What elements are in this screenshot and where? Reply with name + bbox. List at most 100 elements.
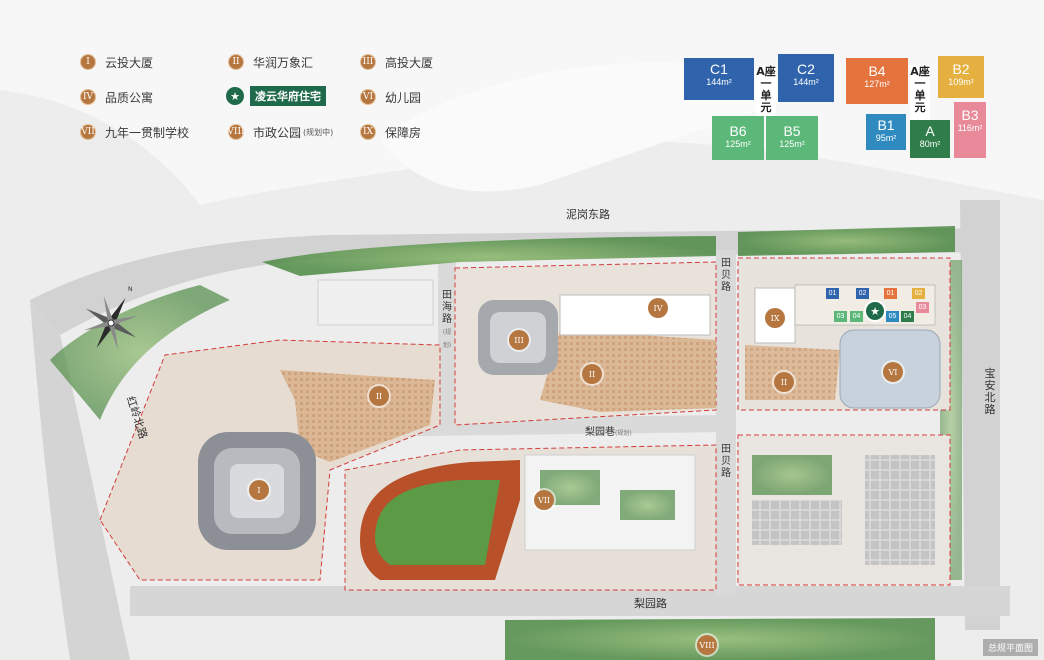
legend-label: 高投大厦 <box>385 55 434 70</box>
legend-item-7: VII 九年一贯制学校 <box>80 122 189 142</box>
green-belt-north-right <box>738 226 955 256</box>
compass-north-label: N <box>128 286 133 293</box>
unit-c2: C2 144m² <box>778 54 834 102</box>
legend-badge: VIII <box>227 124 245 140</box>
se-buildings-2 <box>865 455 935 565</box>
park-viii <box>505 618 935 660</box>
building-chip: 03 <box>916 302 929 313</box>
unit-name: A <box>925 123 935 139</box>
unit-area: 109m² <box>948 77 974 87</box>
building-chip: 01 <box>826 288 839 299</box>
plaza-ii-middle <box>540 330 716 412</box>
unit-area: 80m² <box>919 139 941 149</box>
school-garden-2 <box>620 490 675 520</box>
building-northwest <box>317 279 434 326</box>
marker-ii-east: II <box>774 372 794 392</box>
unit-b6: B6 125m² <box>712 116 764 160</box>
legend-badge: I <box>80 54 96 70</box>
marker-viii: VIII <box>697 635 717 655</box>
legend-item-9: IX 保障房 <box>360 122 421 142</box>
unit-area: 127m² <box>864 79 890 89</box>
unit-b4: B4 127m² <box>846 58 908 104</box>
legend-badge: II <box>228 54 244 70</box>
road-name: 田贝路 <box>721 444 731 479</box>
road-label-nigang-east: 泥岗东路 <box>566 208 610 221</box>
legend-label: 市政公园 <box>253 125 302 140</box>
marker-vi: VI <box>883 362 903 382</box>
unit-name: C1 <box>710 61 728 77</box>
legend-item-6: VI 幼儿园 <box>360 87 421 107</box>
podium-iv <box>559 294 711 336</box>
unit-area: 125m² <box>779 139 805 149</box>
road-label-tianbei-bottom: 田贝路 <box>720 444 732 480</box>
road-label-tianhai: 田海路 (规划) <box>441 290 453 352</box>
plaza-ii-west <box>280 370 435 462</box>
unit-c1: C1 144m² <box>684 58 754 100</box>
marker-ii-west: II <box>369 386 389 406</box>
legend-badge: VII <box>80 124 96 140</box>
unit-b5: B5 125m² <box>766 116 818 160</box>
legend-badge: IV <box>80 89 96 105</box>
unit-name: B5 <box>783 123 801 139</box>
building-chip: 02 <box>856 288 869 299</box>
road-name: 田海路 <box>442 290 452 325</box>
unit-b2: B2 109m² <box>938 56 984 98</box>
unit-core-left: A座一单元 <box>756 66 776 120</box>
road-label-liyuan: 梨园路 <box>634 597 667 610</box>
compass-icon <box>83 295 139 351</box>
road-label-baoan-north: 宝安北路 <box>984 367 996 416</box>
legend-label-highlight: 凌云华府住宅 <box>250 86 326 106</box>
legend-item-5: ★ 凌云华府住宅 <box>226 86 326 106</box>
marker-i: I <box>249 480 269 500</box>
unit-b3: B3 116m² <box>954 102 986 158</box>
road-tianbei <box>716 250 736 595</box>
legend-badge: IX <box>360 124 376 140</box>
star-icon: ★ <box>226 87 244 105</box>
se-buildings-1 <box>752 500 842 545</box>
legend-label: 幼儿园 <box>385 90 422 105</box>
road-note: (规划) <box>615 430 632 437</box>
se-courtyard <box>752 455 832 495</box>
road-baoan-north <box>960 200 1000 630</box>
legend-item-2: II 华润万象汇 <box>228 52 313 72</box>
unit-area: 144m² <box>706 77 732 87</box>
road-label-tianbei-top: 田贝路 <box>720 258 732 294</box>
legend-badge: VI <box>360 89 376 105</box>
unit-core-right: A座一单元 <box>910 66 930 120</box>
unit-area: 116m² <box>957 123 983 133</box>
star-icon: ★ <box>866 302 884 320</box>
legend-item-1: I 云投大厦 <box>80 52 153 72</box>
sports-field <box>375 480 500 565</box>
road-name: 梨园巷 <box>585 427 615 438</box>
building-chip: 02 <box>912 288 925 299</box>
marker-ii-middle: II <box>582 364 602 384</box>
unit-name: B1 <box>877 117 895 133</box>
building-chip: 04 <box>850 311 863 322</box>
legend-label: 品质公寓 <box>105 90 154 105</box>
marker-vii: VII <box>534 490 554 510</box>
building-chip: 04 <box>901 311 914 322</box>
marker-ix: IX <box>765 308 785 328</box>
marker-iv: IV <box>648 298 668 318</box>
road-label-liyuan-lane: 梨园巷(规划) <box>585 423 632 438</box>
legend-item-3: III 高投大厦 <box>360 52 433 72</box>
road-hongling-north <box>30 300 130 660</box>
legend-label: 九年一贯制学校 <box>105 125 190 140</box>
legend-item-8: VIII 市政公园 (规划中) <box>227 122 334 142</box>
road-note: (规划) <box>442 329 452 349</box>
road-name: 田贝路 <box>721 258 731 293</box>
marker-iii: III <box>509 330 529 350</box>
legend-label: 云投大厦 <box>105 55 154 70</box>
legend-item-4: IV 品质公寓 <box>80 87 153 107</box>
road-liyuan <box>130 586 1010 616</box>
unit-name: B6 <box>729 123 747 139</box>
plaza-ii-east <box>745 345 840 400</box>
unit-area: 125m² <box>725 139 751 149</box>
green-belt-west <box>50 285 230 420</box>
green-belt-north <box>262 236 716 276</box>
building-chip: 05 <box>886 311 899 322</box>
legend-note: (规划中) <box>303 127 334 137</box>
unit-b1: B1 95m² <box>866 114 906 150</box>
unit-name: B3 <box>961 107 979 123</box>
